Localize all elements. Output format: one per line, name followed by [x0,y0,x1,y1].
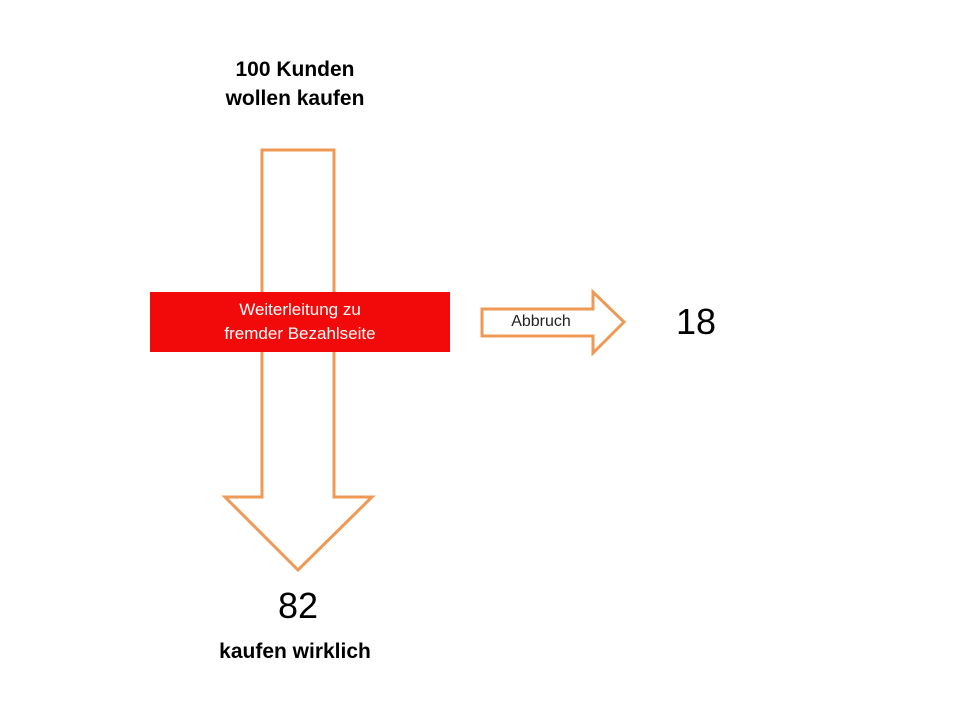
exit-count: 18 [676,301,717,342]
result-count: 82 [278,585,319,626]
start-label-line1: 100 Kunden [235,58,355,81]
exit-arrow [480,288,627,357]
step-box-line1: Weiterleitung zu [239,300,361,319]
start-label-line2: wollen kaufen [225,87,365,110]
main-arrow-head [221,352,376,573]
step-box-line2: fremder Bezahlseite [224,324,376,343]
result-label: kaufen wirklich [219,640,371,663]
start-label: 100 Kunden wollen kaufen [150,55,440,113]
step-box: Weiterleitung zu fremder Bezahlseite [150,292,450,352]
step-box-bg [150,292,450,352]
exit-label: Abbruch [511,313,571,330]
main-arrow-shaft-top [260,148,336,292]
